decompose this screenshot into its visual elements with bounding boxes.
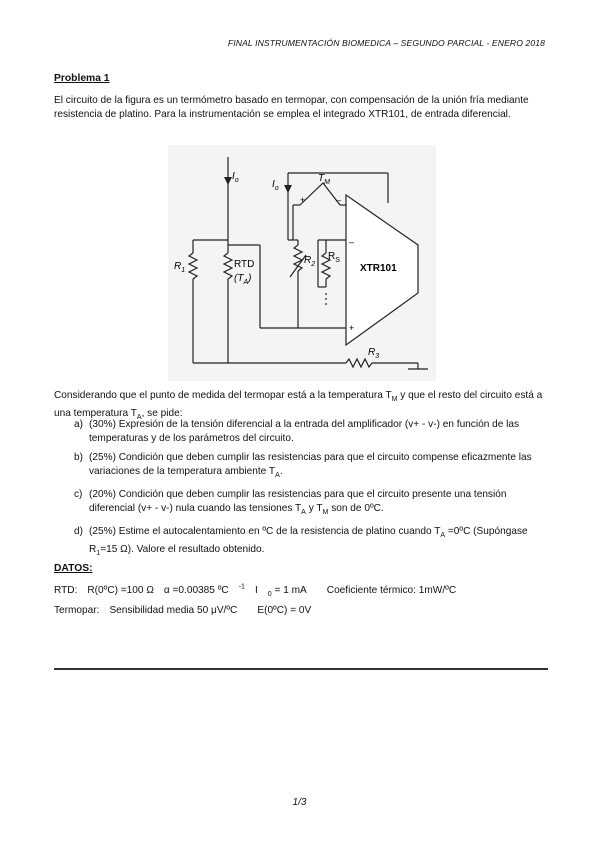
- problem-intro: El circuito de la figura es un termómetr…: [54, 95, 529, 120]
- question-item-b: b) (25%) Condición que deben cumplir las…: [74, 452, 532, 480]
- label-io-right: Io: [272, 179, 279, 192]
- label-ta: (TA): [234, 273, 251, 286]
- horizontal-rule: [54, 668, 548, 670]
- pot-arrow-r2: [289, 254, 307, 278]
- label-rtd: RTD: [234, 259, 254, 270]
- label-rs: RS: [328, 251, 340, 264]
- label-r2: R2: [304, 255, 315, 268]
- question-item-a: a) (30%) Expresión de la tensión diferen…: [74, 419, 520, 444]
- arrow-io-right: [284, 185, 292, 193]
- label-r3: R3: [368, 347, 379, 360]
- label-plus-input: +: [349, 323, 354, 333]
- thermocouple: [299, 182, 341, 206]
- label-io-left: Io: [232, 171, 239, 184]
- label-minus-input: –: [349, 237, 354, 247]
- resistor-r2: [292, 244, 304, 272]
- label-chip: XTR101: [360, 263, 397, 274]
- question-list: a) (30%) Expresión de la tensión diferen…: [54, 418, 549, 566]
- page-header: FINAL INSTRUMENTACIÓN BIOMEDICA – SEGUND…: [227, 38, 545, 48]
- datos-title: DATOS:: [54, 563, 93, 574]
- label-tm: TM: [318, 173, 330, 186]
- circuit-diagram: Io Io TM + – R1 RTD (TA) R2 RS R3 XTR101…: [168, 145, 436, 381]
- label-minus-top: –: [336, 195, 341, 205]
- label-plus-top: +: [300, 195, 305, 205]
- label-r1: R1: [174, 261, 185, 274]
- resistor-rs: [320, 252, 332, 280]
- resistor-r3: [345, 357, 373, 369]
- question-item-c: c) (20%) Condición que deben cumplir las…: [74, 489, 507, 517]
- page-footer: 1/3: [292, 797, 307, 808]
- question-item-d: d) (25%) Estime el autocalentamiento en …: [74, 526, 528, 558]
- arrow-io-left: [224, 177, 232, 185]
- problem-title: Problema 1: [54, 73, 110, 84]
- resistor-r1: [187, 252, 199, 280]
- consider-paragraph: Considerando que el punto de medida del …: [54, 390, 543, 422]
- resistor-rtd: [222, 252, 234, 280]
- xtr101-chip: [345, 193, 419, 347]
